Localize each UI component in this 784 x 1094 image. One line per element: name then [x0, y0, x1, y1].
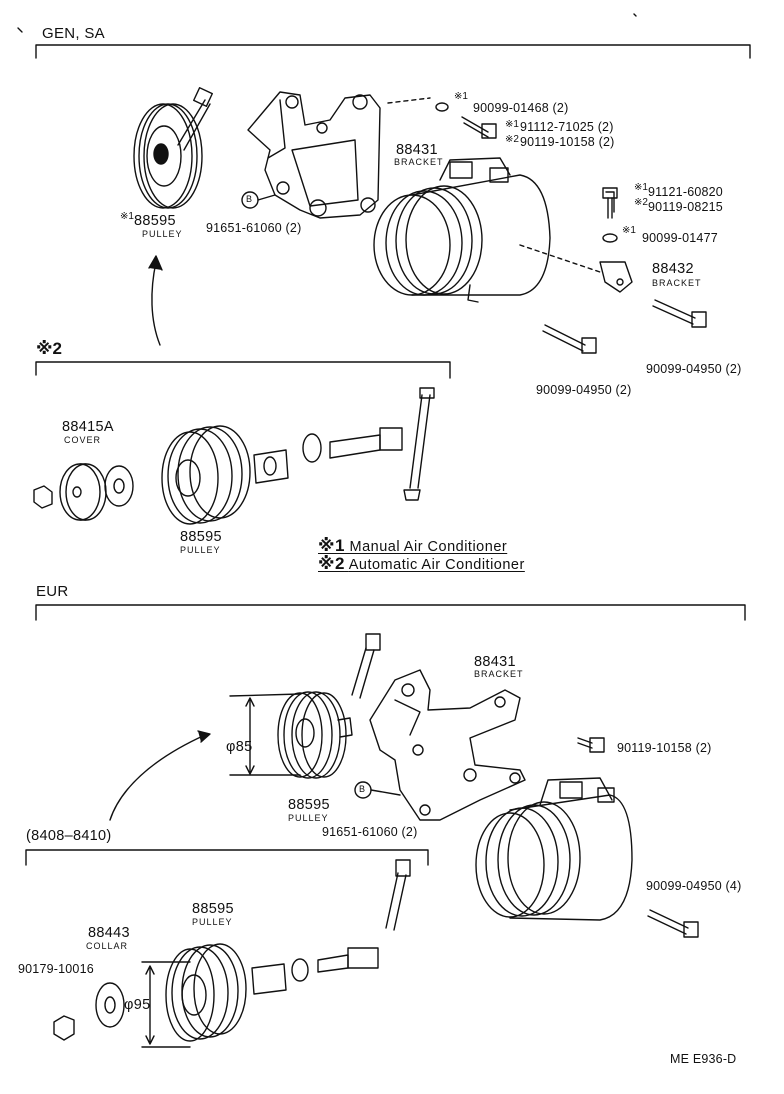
arrow-curve [109, 734, 206, 821]
part-88595: 88595 [192, 901, 234, 917]
part-90119-10158: 90119-10158 (2) [617, 741, 712, 755]
legend-text-2: Automatic Air Conditioner [348, 557, 525, 573]
section-title-range: (8408–8410) [26, 828, 112, 844]
part-91121-60820: 91121-60820 [648, 185, 723, 199]
assembly-mark2 [33, 387, 435, 525]
part-88443: 88443 [88, 925, 130, 941]
bolt-eur-top [351, 633, 381, 699]
part-91112-71025: 91112-71025 (2) [520, 120, 614, 134]
section-title-gen-sa: GEN, SA [42, 25, 105, 42]
footer-code: ME E936-D [670, 1052, 737, 1066]
part-90119-10158: 90119-10158 (2) [520, 135, 615, 149]
dimension-phi95: φ95 [124, 997, 151, 1013]
section-frames [25, 44, 751, 866]
note-mark-b: B [359, 784, 366, 794]
part-90099-01468: 90099-01468 (2) [473, 101, 569, 115]
assembly-8408-8410 [53, 859, 411, 1048]
section-title-mark2: ※2 [36, 339, 62, 358]
part-90099-04950: 90099-04950 (2) [646, 362, 742, 376]
part-90099-04950: 90099-04950 (4) [646, 879, 742, 893]
note-mark-1: ※1 [622, 225, 636, 236]
part-90119-08215: 90119-08215 [648, 200, 723, 214]
part-91651-61060: 91651-61060 (2) [322, 825, 418, 839]
note-mark-1: ※1 [634, 182, 648, 193]
note-mark-1: ※1 [505, 119, 519, 130]
part-88415A: 88415A [62, 419, 114, 435]
compressor-top [373, 157, 551, 303]
legend-mark-1: ※1 [318, 536, 345, 555]
pulley-88595-eur [229, 691, 353, 779]
section-title-eur: EUR [36, 583, 69, 600]
speck [17, 27, 23, 33]
part-91651-61060: 91651-61060 (2) [206, 221, 302, 235]
part-90179-10016: 90179-10016 [18, 962, 94, 976]
part-88431: 88431 [396, 142, 438, 158]
part-90099-01477: 90099-01477 [642, 231, 718, 245]
legend-mark-2: ※2 [318, 554, 345, 573]
pulley-88595-top [133, 86, 214, 209]
note-mark-2: ※2 [634, 197, 648, 208]
dimension-phi85: φ85 [226, 739, 253, 755]
caption-bracket: BRACKET [394, 157, 444, 167]
note-mark-1: ※1 [120, 211, 134, 222]
note-mark-1: ※1 [454, 91, 468, 102]
part-90099-04950: 90099-04950 (2) [536, 383, 632, 397]
bracket-88431-eur [369, 669, 526, 821]
legend-row-1: ※1 Manual Air Conditioner [318, 537, 507, 555]
part-88595: 88595 [180, 529, 222, 545]
caption-pulley: PULLEY [288, 813, 329, 823]
legend-text-1: Manual Air Conditioner [349, 539, 508, 555]
speck [633, 13, 637, 17]
bracket-88431-top [247, 91, 381, 219]
caption-bracket: BRACKET [474, 669, 524, 679]
legend-row-2: ※2 Automatic Air Conditioner [318, 555, 525, 573]
note-mark-b: B [246, 194, 253, 204]
part-88595: 88595 [288, 797, 330, 813]
part-88595: 88595 [134, 213, 176, 229]
arrow-up [151, 261, 161, 346]
part-88432: 88432 [652, 261, 694, 277]
caption-collar: COLLAR [86, 941, 129, 951]
caption-bracket: BRACKET [652, 278, 702, 288]
caption-pulley: PULLEY [180, 545, 221, 555]
caption-cover: COVER [64, 435, 102, 445]
hardware-top [435, 102, 707, 354]
note-mark-2: ※2 [505, 134, 519, 145]
compressor-eur [475, 777, 633, 921]
hardware-eur [577, 737, 699, 938]
caption-pulley: PULLEY [192, 917, 233, 927]
part-88431: 88431 [474, 654, 516, 670]
caption-pulley: PULLEY [142, 229, 183, 239]
